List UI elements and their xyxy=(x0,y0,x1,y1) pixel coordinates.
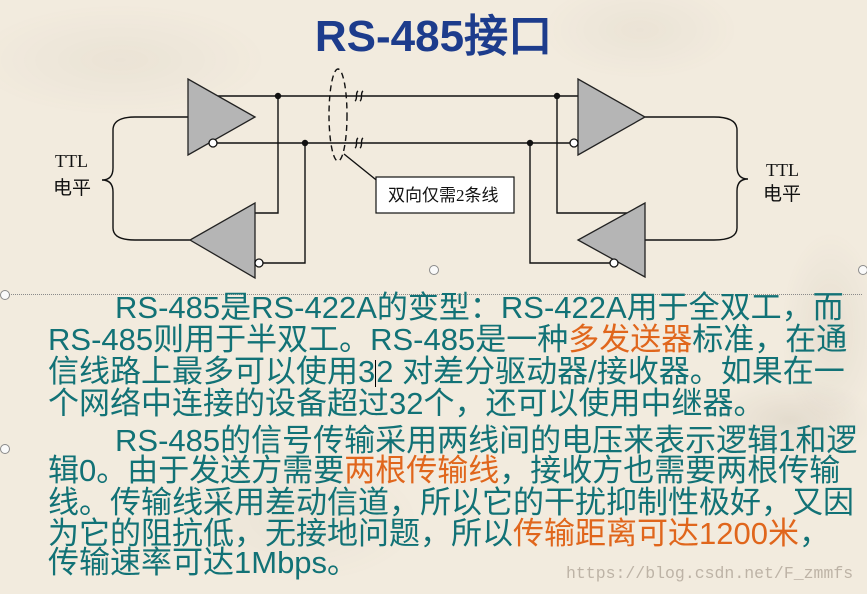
paragraph1-line2: RS-485则用于半双工。RS-485是一种多发送器标准，在通 xyxy=(48,324,847,356)
wire-left-b-tap xyxy=(263,143,306,264)
ttl-left-brace xyxy=(101,116,136,241)
ttl-right-brace xyxy=(713,116,749,241)
junction-dot xyxy=(301,139,309,147)
junction-dot xyxy=(274,92,282,100)
wire-right-b-tap xyxy=(529,143,610,264)
driver-right xyxy=(576,201,646,279)
text-box-selection-border xyxy=(4,294,862,295)
junction-dot xyxy=(553,92,561,100)
text-cursor xyxy=(375,360,377,387)
paragraph2-line3: 线。传输线采用差动信道，所以它的干扰抑制性极好，又因 xyxy=(48,485,854,520)
receiver-left-inverting-bubble xyxy=(254,258,264,268)
paragraph2-line2: 辑0。由于发送方需要两根传输线，接收方也需要两根传输 xyxy=(48,455,840,487)
paragraph2-line4: 为它的阻抗低，无接地问题，所以传输距离可达1200米， xyxy=(48,518,830,550)
callout-box xyxy=(375,176,515,214)
line-break-mark xyxy=(354,137,364,149)
watermark: https://blog.csdn.net/F_zmmfs xyxy=(566,564,854,583)
text-segment: 信线路上最多可以使用3 xyxy=(48,354,376,389)
paragraph2-line5: 传输速率可达1Mbps。 xyxy=(48,545,359,580)
resize-handle-top-right[interactable] xyxy=(858,265,867,275)
resize-handle-top-center[interactable] xyxy=(429,265,439,275)
line-break-mark xyxy=(354,90,364,102)
receiver-right xyxy=(577,77,647,157)
body-text-box[interactable]: RS-485是RS-422A的变型：RS-422A用于全双工，而 RS-485则… xyxy=(0,290,867,594)
slide-title[interactable]: RS-485接口 xyxy=(314,12,553,61)
paragraph1-line1: RS-485是RS-422A的变型：RS-422A用于全双工，而 xyxy=(115,290,844,325)
text-segment: RS-485则用于半双工。RS-485是一种 xyxy=(48,322,569,357)
text-segment: ，接收方也需要两根传输 xyxy=(499,453,841,488)
paragraph1-line3: 信线路上最多可以使用32 对差分驱动器/接收器。如果在一 xyxy=(48,356,845,388)
text-segment: 标准，在通 xyxy=(692,322,848,357)
highlight-distance: 传输距离可达1200米 xyxy=(513,516,799,551)
callout-text: 双向仅需2条线 xyxy=(388,186,499,205)
ttl-right-label: TTL xyxy=(766,160,799,180)
text-segment: 为它的阻抗低，无接地问题，所以 xyxy=(48,516,513,551)
paragraph1-line4: 个网络中连接的设备超过32个，还可以使用中继器。 xyxy=(48,386,765,421)
driver-left-inverting-bubble xyxy=(208,138,218,148)
text-segment: ， xyxy=(798,516,830,551)
driver-right-inverting-bubble xyxy=(609,258,619,268)
ttl-left-label: TTL xyxy=(55,151,88,171)
wire-left-a-tap xyxy=(255,96,279,214)
resize-handle-middle-left[interactable] xyxy=(0,444,10,454)
text-segment: 辑0。由于发送方需要 xyxy=(48,453,345,488)
resize-handle-top-left[interactable] xyxy=(0,290,10,300)
driver-left xyxy=(187,77,257,157)
ttl-left-level-label: 电平 xyxy=(53,177,91,199)
receiver-right-inverting-bubble xyxy=(569,138,579,148)
wire-right-a-tap xyxy=(556,96,627,214)
receiver-left xyxy=(188,201,256,280)
callout-leader xyxy=(343,153,381,184)
text-segment: 2 对差分驱动器/接收器。如果在一 xyxy=(376,354,845,389)
junction-dot xyxy=(526,139,534,147)
rs485-circuit-diagram[interactable]: 双向仅需2条线 TTL 电平 TTL 电平 xyxy=(0,0,867,290)
ttl-right-level-label: 电平 xyxy=(763,183,801,205)
highlight-two-wires: 两根传输线 xyxy=(344,453,500,488)
highlight-multi-transmitter: 多发送器 xyxy=(568,322,693,357)
twisted-pair-ellipse xyxy=(328,68,348,162)
paragraph2-line1: RS-485的信号传输采用两线间的电压来表示逻辑1和逻 xyxy=(115,423,858,458)
